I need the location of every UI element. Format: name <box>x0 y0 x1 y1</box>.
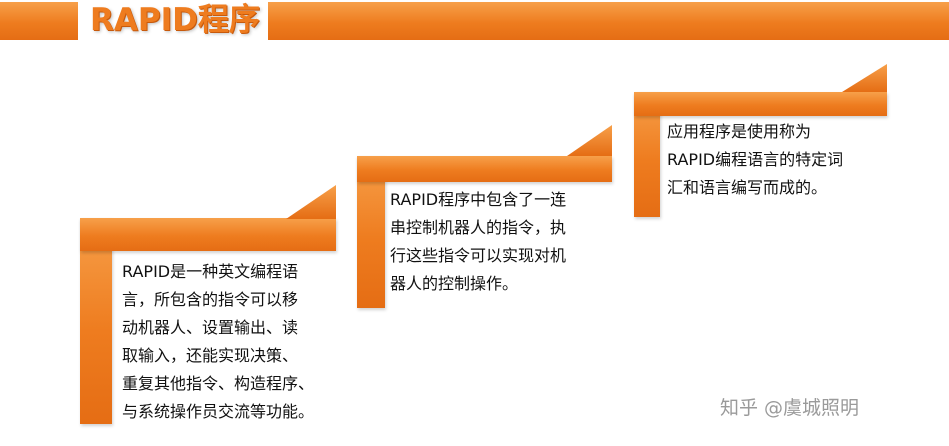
step-1-vertical-bar <box>80 218 112 424</box>
step-3-text: 应用程序是使用称为 RAPID编程语言的特定词 汇和语言编写而成的。 <box>667 122 844 197</box>
page-title: RAPID程序 <box>90 2 260 38</box>
watermark: 知乎 @虞城照明 <box>720 397 860 419</box>
step-2-arrow-triangle <box>567 125 612 156</box>
header-bar-right <box>268 2 949 40</box>
header-bar-left <box>0 2 78 40</box>
step-1-text: RAPID是一种英文编程语 言，所包含的指令可以移 动机器人、设置输出、读 取输… <box>122 262 315 421</box>
step-1-horizontal-bar <box>80 218 336 251</box>
step-3-horizontal-bar <box>634 92 887 116</box>
step-1-arrow-triangle <box>286 185 336 219</box>
step-2-horizontal-bar <box>357 156 612 182</box>
step-3-arrow-triangle <box>842 64 887 92</box>
step-2-text: RAPID程序中包含了一连 串控制机器人的指令，执 行这些指令可以实现对机 器人… <box>390 190 567 293</box>
